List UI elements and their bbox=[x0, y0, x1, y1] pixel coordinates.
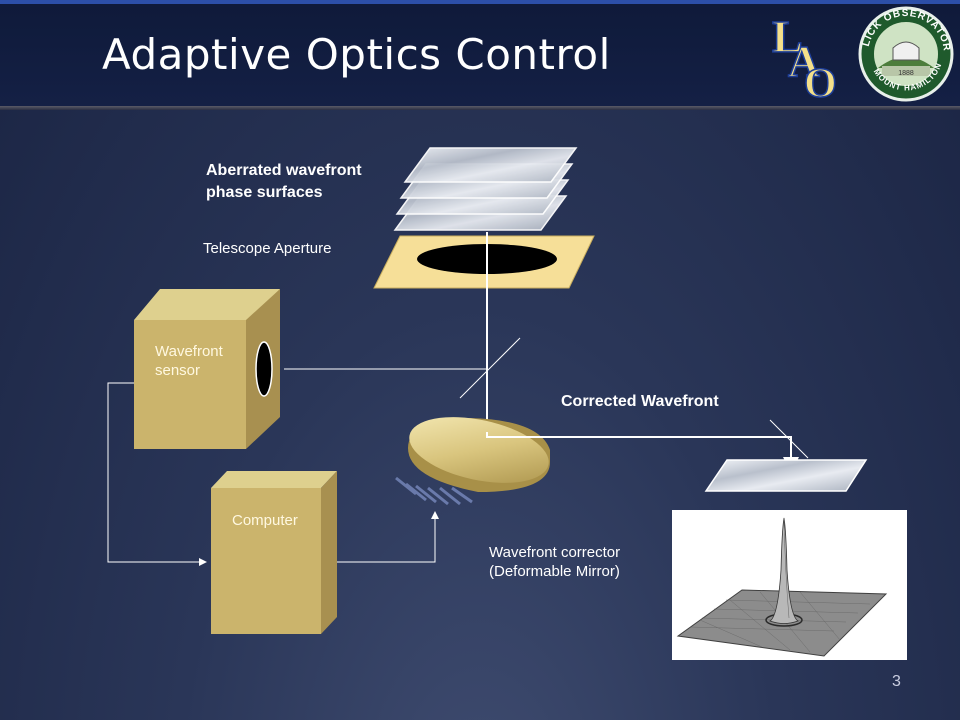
slide-number: 3 bbox=[892, 673, 901, 690]
label-wavefront-sensor: Wavefront sensor bbox=[155, 343, 223, 379]
lao-logo: L A O bbox=[771, 10, 837, 108]
computer-box bbox=[211, 471, 337, 634]
deformable-mirror bbox=[395, 417, 550, 506]
phase-surface-stack bbox=[393, 147, 578, 231]
psf-plot bbox=[672, 510, 907, 660]
label-telescope-aperture: Telescope Aperture bbox=[203, 240, 332, 257]
wavefront-sensor-box bbox=[134, 289, 280, 449]
fold-mirror bbox=[769, 419, 809, 459]
label-computer: Computer bbox=[232, 512, 298, 529]
seal-year: 1888 bbox=[898, 70, 914, 77]
title-bar: Adaptive Optics Control bbox=[0, 0, 960, 108]
arrow-sensor-to-computer bbox=[107, 382, 207, 566]
label-aberrated-wavefront: Aberrated wavefront phase surfaces bbox=[206, 162, 362, 201]
header-divider bbox=[0, 106, 960, 110]
corrected-phase-surface bbox=[704, 459, 868, 492]
slide-title: Adaptive Optics Control bbox=[102, 30, 611, 79]
beam-splitter bbox=[459, 337, 521, 399]
lao-letter-a: A bbox=[788, 37, 820, 86]
lao-letter-l: L bbox=[772, 11, 803, 62]
arrow-computer-to-mirror bbox=[337, 511, 439, 563]
telescope-aperture bbox=[373, 235, 595, 289]
label-corrected-wavefront: Corrected Wavefront bbox=[561, 393, 719, 410]
label-wavefront-corrector: Wavefront corrector (Deformable Mirror) bbox=[489, 544, 621, 580]
beam-corrected bbox=[486, 432, 799, 473]
lao-letter-o: O bbox=[804, 61, 837, 107]
